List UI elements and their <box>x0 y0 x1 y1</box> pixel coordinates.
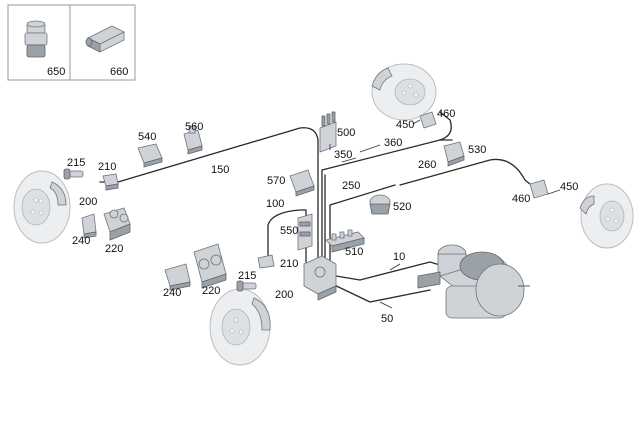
callout-450-top: 450 <box>396 119 414 131</box>
callout-260: 260 <box>418 159 436 171</box>
inset-box: 650 660 <box>7 4 136 81</box>
sensor-540-icon <box>137 143 163 168</box>
callout-460-top: 460 <box>437 108 455 120</box>
brake-pad-240-mid-icon <box>164 263 191 291</box>
brake-disc-left-front-icon <box>13 170 71 244</box>
callout-500: 500 <box>337 127 355 139</box>
bracket-210-mid-icon <box>257 254 275 269</box>
callouts: 540 560 500 460 450 530 350 360 150 215 … <box>67 108 578 325</box>
brake-booster-icon <box>417 244 530 319</box>
callout-210-mid: 210 <box>280 258 298 270</box>
bracket-460-top-icon <box>419 111 437 129</box>
callout-450-right: 450 <box>560 181 578 193</box>
callout-200-mid: 200 <box>275 289 293 301</box>
callout-530: 530 <box>468 144 486 156</box>
caliper-220-mid-icon <box>193 243 227 289</box>
clip-560-icon <box>183 125 203 155</box>
callout-560: 560 <box>185 121 203 133</box>
abs-unit-icon <box>303 255 337 301</box>
callout-10: 10 <box>393 251 405 263</box>
callout-540: 540 <box>138 131 156 143</box>
connector-block-510-icon <box>325 229 365 253</box>
callout-150: 150 <box>211 164 229 176</box>
brake-disc-right-rear-icon <box>579 183 634 249</box>
callout-240-left: 240 <box>72 235 90 247</box>
bolt-215-left-icon <box>63 168 84 180</box>
callout-650: 650 <box>47 66 65 78</box>
comb-clip-500-icon <box>319 111 337 153</box>
callout-350: 350 <box>334 149 352 161</box>
callout-210-left: 210 <box>98 161 116 173</box>
bracket-460-right-icon <box>529 179 549 199</box>
valve-520-icon <box>369 194 391 215</box>
holder-570-icon <box>289 169 315 197</box>
callout-550: 550 <box>280 225 298 237</box>
caliper-220-left-icon <box>103 207 131 241</box>
callout-220-left: 220 <box>105 243 123 255</box>
callout-50: 50 <box>381 313 393 325</box>
callout-460-right: 460 <box>512 193 530 205</box>
callout-215-left: 215 <box>67 157 85 169</box>
clip-550-icon <box>297 213 313 251</box>
callout-215-mid: 215 <box>238 270 256 282</box>
leader-lines <box>329 119 561 309</box>
callout-660: 660 <box>110 66 128 78</box>
callout-570: 570 <box>267 175 285 187</box>
callout-240-mid: 240 <box>163 287 181 299</box>
callout-510: 510 <box>345 246 363 258</box>
bracket-210-left-icon <box>102 173 119 191</box>
brake-disc-left-rear-icon <box>209 288 271 366</box>
hex-sleeve-660-icon <box>85 25 125 53</box>
valve-530-icon <box>443 141 465 167</box>
callout-250: 250 <box>342 180 360 192</box>
bushing-650-icon <box>24 20 48 58</box>
callout-360: 360 <box>384 137 402 149</box>
bolt-215-mid-icon <box>236 280 257 292</box>
brake-pad-240-left-icon <box>81 213 97 239</box>
callout-520: 520 <box>393 201 411 213</box>
callout-200-left: 200 <box>79 196 97 208</box>
callout-100: 100 <box>266 198 284 210</box>
callout-220-mid: 220 <box>202 285 220 297</box>
brake-disc-right-front-icon <box>371 63 437 121</box>
